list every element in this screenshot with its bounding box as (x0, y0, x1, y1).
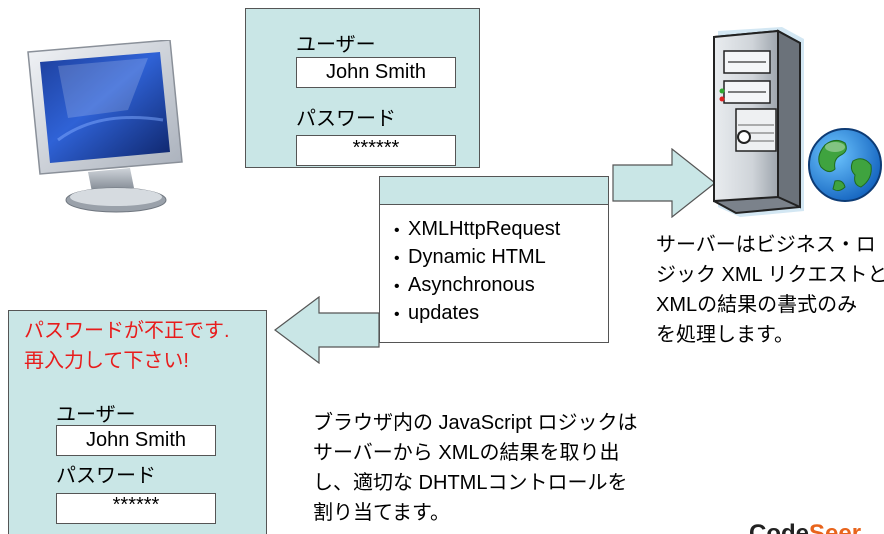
list-item: •updates (394, 302, 480, 324)
browser-caption-line: し、適切な DHTMLコントロールを (313, 472, 628, 494)
error-message: パスワードが不正です. 再入力して下さい! (24, 316, 230, 376)
right-arrow (612, 148, 716, 218)
browser-caption-line: 割り当てます。 (313, 502, 450, 524)
username-field-bottom[interactable]: John Smith (56, 425, 216, 456)
password-label-bottom: パスワード (56, 465, 156, 487)
username-field-top[interactable]: John Smith (296, 57, 456, 88)
globe-icon (808, 128, 882, 202)
left-arrow (274, 296, 380, 364)
request-list: •XMLHttpRequest •Dynamic HTML •Asynchron… (380, 205, 608, 328)
request-box: •XMLHttpRequest •Dynamic HTML •Asynchron… (379, 176, 609, 343)
password-field-bottom[interactable]: ****** (56, 493, 216, 524)
server-caption-line: XMLの結果の書式のみ (656, 294, 858, 316)
server-caption-line: を処理します。 (656, 324, 794, 346)
list-item: •Asynchronous (394, 274, 535, 296)
server-caption: サーバーはビジネス・ロ ジック XML リクエストと XMLの結果の書式のみ を… (656, 230, 884, 350)
list-item: •XMLHttpRequest (394, 218, 561, 240)
password-field-top[interactable]: ****** (296, 135, 456, 166)
error-line: 再入力して下さい! (24, 350, 189, 372)
error-line: パスワードが不正です. (24, 320, 230, 342)
request-box-header (380, 177, 608, 205)
username-label-top: ユーザー (296, 34, 376, 56)
list-item: •Dynamic HTML (394, 246, 546, 268)
server-tower-icon (713, 27, 804, 217)
server-caption-line: サーバーはビジネス・ロ (656, 234, 876, 256)
computer-monitor-icon (27, 40, 183, 213)
browser-caption-line: ブラウザ内の JavaScript ロジックは (313, 412, 638, 434)
browser-caption: ブラウザ内の JavaScript ロジックは サーバーから XMLの結果を取り… (313, 408, 637, 528)
server-caption-line: ジック XML リクエストと (656, 264, 884, 286)
password-label-top: パスワード (296, 108, 396, 130)
codeseer-logo: CodeSeer (749, 520, 862, 534)
browser-caption-line: サーバーから XMLの結果を取り出 (313, 442, 620, 464)
username-label-bottom: ユーザー (56, 404, 136, 426)
